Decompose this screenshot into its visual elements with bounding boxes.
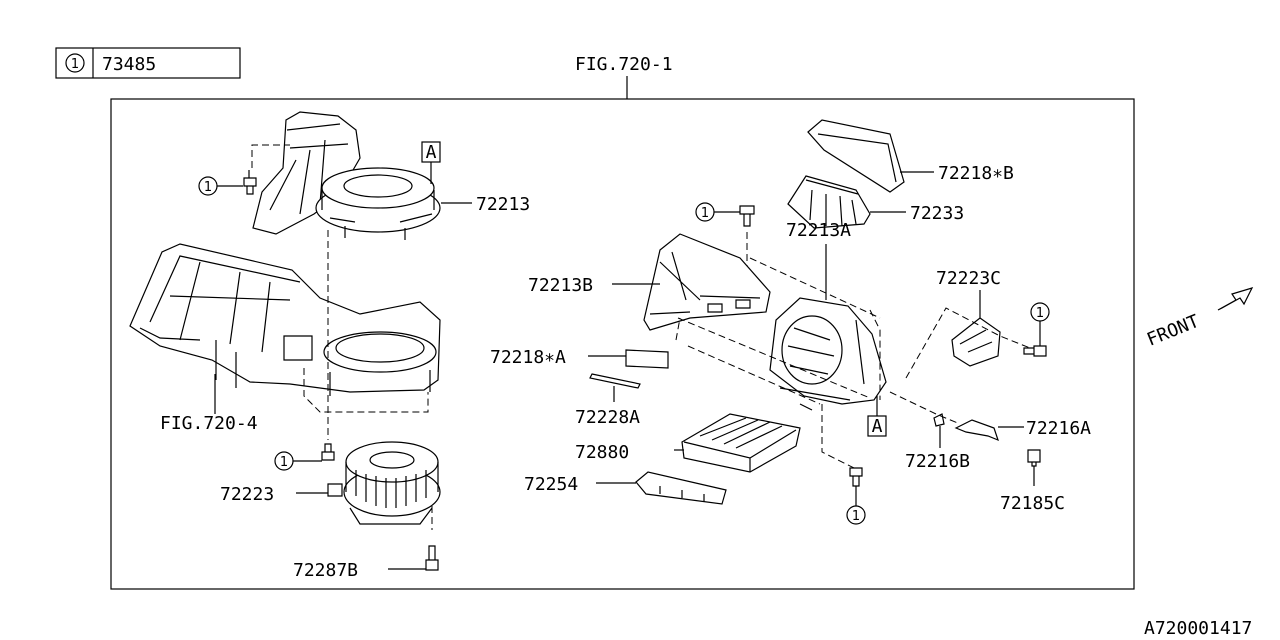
lever-a-part (954, 419, 999, 442)
ref-circle-1c: 1 (701, 206, 709, 221)
ref-circle-1d: 1 (852, 509, 860, 524)
filter-frame-part (807, 119, 905, 193)
diagram-code: A720001417 (1144, 618, 1252, 639)
foam-seal-part (635, 471, 727, 505)
label-72216b: 72216B (905, 451, 970, 472)
callout-a-top: A (426, 142, 437, 163)
legend-part-number: 73485 (102, 54, 156, 75)
label-72213a: 72213A (786, 220, 851, 241)
front-direction-arrow: FRONT (1144, 287, 1254, 351)
blower-motor-part (327, 441, 441, 525)
clip-b-part (933, 413, 945, 427)
strip-part (589, 373, 641, 389)
label-72233: 72233 (910, 203, 964, 224)
label-72223c: 72223C (936, 268, 1001, 289)
actuator-part (951, 317, 1001, 367)
label-72213b: 72213B (528, 275, 593, 296)
cabin-filter-part (681, 413, 801, 473)
label-72223: 72223 (220, 484, 274, 505)
figure-title: FIG.720-1 (575, 54, 673, 75)
label-72213: 72213 (476, 194, 530, 215)
label-72185c: 72185C (1000, 493, 1065, 514)
callout-a-bottom: A (872, 416, 883, 437)
label-72254: 72254 (524, 474, 578, 495)
figure-frame (110, 98, 1135, 590)
label-72287b: 72287B (293, 560, 358, 581)
bolt-part (849, 467, 863, 487)
seal-a-part (625, 349, 669, 369)
heater-housing-part (769, 297, 887, 411)
legend-circle-number: 1 (71, 57, 79, 72)
label-fig-720-4: FIG.720-4 (160, 413, 258, 434)
label-72218a: 72218∗A (490, 347, 566, 368)
blower-housing-part (129, 243, 441, 396)
front-label: FRONT (1144, 311, 1202, 351)
upper-duct-part (252, 111, 441, 240)
label-72228a: 72228A (575, 407, 640, 428)
intake-box-part (787, 175, 871, 229)
label-72218b: 72218∗B (938, 163, 1014, 184)
ref-circle-1e: 1 (1036, 306, 1044, 321)
bracket-housing-part (643, 233, 771, 331)
ref-circle-1b: 1 (280, 455, 288, 470)
label-72880: 72880 (575, 442, 629, 463)
ref-circle-1a: 1 (204, 180, 212, 195)
screw-part (1027, 449, 1041, 467)
legend-box: 1 73485 (55, 47, 241, 79)
label-72216a: 72216A (1026, 418, 1091, 439)
